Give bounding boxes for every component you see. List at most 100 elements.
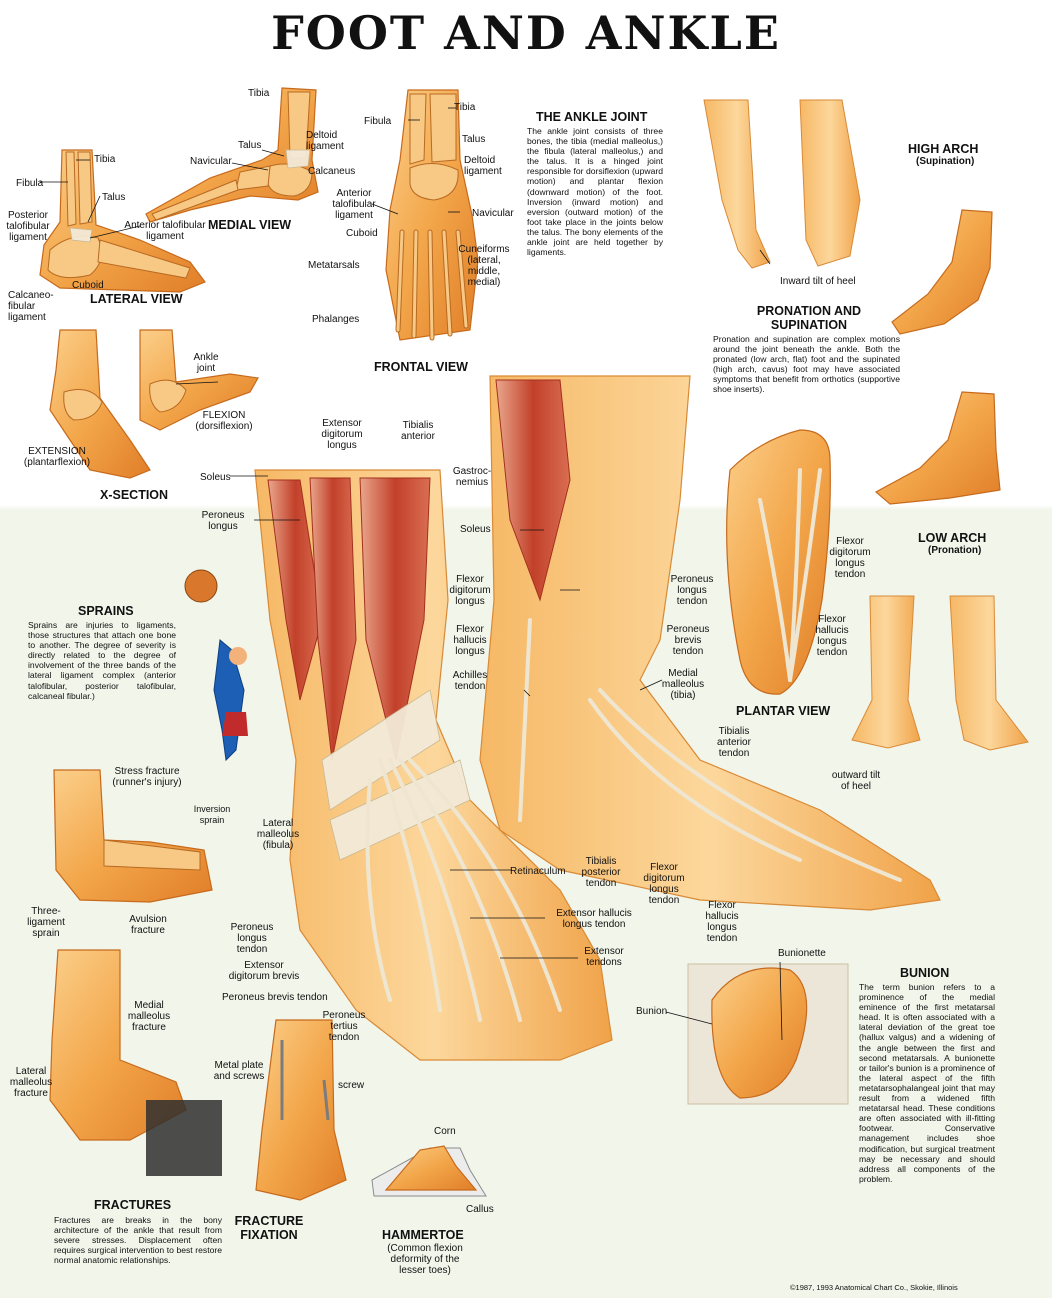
ext-dig-brevis-label: Extensor digitorum brevis [228,960,300,982]
bunion-label: Bunion [636,1006,668,1017]
bunion-illustration [687,963,849,1105]
plantar-flex-hall-label: Flexor hallucis longus tendon [815,614,849,658]
flex-hall-longus-label: Flexor hallucis longus [453,624,487,657]
peroneus-brevis-tendon-label: Peroneus brevis tendon [222,992,328,1003]
lateral-view-heading: LATERAL VIEW [90,292,183,306]
inward-tilt-label: Inward tilt of heel [780,276,856,287]
lateral-fibula-label: Fibula [16,178,44,189]
medial-deltoid-label: Deltoid ligament [306,130,344,152]
tib-anterior-tendon-label: Tibialis anterior tendon [717,726,751,759]
lateral-ant-talofib-label: Anterior talofibular ligament [124,220,206,242]
stress-fracture-foot [53,769,213,903]
ankle-joint-heading: THE ANKLE JOINT [536,110,648,124]
medial-malleolus-fracture-label: Medial malleolus fracture [127,1000,171,1033]
sprains-heading: SPRAINS [78,604,134,618]
peroneus-tertius-label: Peroneus tertius tendon [322,1010,366,1043]
poster-title: FOOT AND ANKLE [271,6,781,60]
metal-plate-label: Metal plate and screws [213,1060,265,1082]
achilles-tendon-label: Achilles tendon [452,670,488,692]
low-arch-sub: (Pronation) [928,545,982,556]
x-section-heading: X-SECTION [100,488,169,502]
medial-calcaneus-label: Calcaneus [308,166,356,177]
x-section-feet [49,329,259,479]
fractures-foot [49,949,222,1176]
retinaculum-label: Retinaculum [510,866,566,877]
ext-hallucis-tendon-label: Extensor hallucis longus tendon [556,908,632,930]
medial-view-foot [145,87,319,223]
sprains-text: Sprains are injuries to ligaments, those… [28,620,176,701]
high-arch-sub: (Supination) [916,156,975,167]
inversion-sprain-label: Inversion sprain [193,804,231,825]
ankle-joint-xsec-label: Ankle joint [193,352,219,374]
medial-tibia-label: Tibia [248,88,270,99]
lateral-malleolus-label: Lateral malleolus (fibula) [256,818,300,851]
plantar-peroneus-brevis-label: Peroneus brevis tendon [666,624,710,657]
frontal-cuboid-label: Cuboid [346,228,378,239]
lateral-calcaneofib-label: Calcaneo-fibular ligament [8,290,54,323]
medial-view-heading: MEDIAL VIEW [208,218,292,232]
gastrocnemius-label: Gastroc-nemius [452,466,492,488]
frontal-metatarsals-label: Metatarsals [308,260,360,271]
frontal-fibula-label: Fibula [364,116,392,127]
peroneus-longus-tendon-label: Peroneus longus tendon [230,922,274,955]
fractures-text: Fractures are breaks in the bony archite… [54,1215,222,1266]
lateral-malleolus-fracture-label: Lateral malleolus fracture [9,1066,53,1099]
pronation-heading: PRONATION AND SUPINATION [756,304,862,332]
frontal-phalanges-label: Phalanges [312,314,360,325]
pronation-text: Pronation and supination are complex mot… [713,334,900,395]
peroneus-longus-label: Peroneus longus [201,510,245,532]
basketball-player [184,569,248,762]
low-arch-heading: LOW ARCH [918,531,987,545]
extensor-tendons-label: Extensor tendons [584,946,624,968]
outward-tilt-legs [851,595,1029,751]
flexion-label: FLEXION (dorsiflexion) [195,410,253,432]
plantar-view-heading: PLANTAR VIEW [736,704,831,718]
flex-dig-longus-label: Flexor digitorum longus [449,574,491,607]
frontal-ant-talofib-label: Anterior talofibular ligament [332,188,376,221]
high-arch-heading: HIGH ARCH [908,142,979,156]
lateral-view-foot [39,149,206,293]
plantar-flex-dig-label: Flexor digitorum longus tendon [829,536,871,580]
lateral-tibia-label: Tibia [94,154,116,165]
fractures-heading: FRACTURES [94,1198,172,1212]
frontal-view-foot [385,89,479,341]
hammertoe-heading: HAMMERTOE [382,1228,464,1242]
plantar-peroneus-longus-label: Peroneus longus tendon [670,574,714,607]
ext-dig-longus-label: Extensor digitorum longus [321,418,363,451]
ankle-joint-text: The ankle joint consists of three bones,… [527,126,663,258]
medial-malleolus-label: Medial malleolus (tibia) [661,668,705,701]
corn-label: Corn [434,1126,456,1137]
low-arch-illustration [874,391,1001,505]
screw-label: screw [338,1080,365,1091]
frontal-view-heading: FRONTAL VIEW [374,360,468,374]
soleus-medial-label: Soleus [460,524,491,535]
bunionette-label: Bunionette [778,948,826,959]
frontal-talus-label: Talus [462,134,486,145]
medial-leg-foot [479,375,941,911]
bunion-heading: BUNION [900,966,950,980]
extension-label: EXTENSION (plantarflexion) [23,446,91,468]
flex-hall-tendon-label: Flexor hallucis longus tendon [705,900,739,944]
hammertoe-illustration [371,1145,487,1197]
fracture-fixation-leg [255,1019,347,1201]
plantar-view-foot [726,429,831,695]
medial-talus-label: Talus [238,140,262,151]
flex-dig-tendon-label: Flexor digitorum longus tendon [643,862,685,906]
anterior-leg-foot [254,469,613,1061]
frontal-cuneiforms-label: Cuneiforms (lateral, middle, medial) [458,244,510,288]
stress-fracture-label: Stress fracture (runner's injury) [112,766,182,788]
avulsion-fracture-label: Avulsion fracture [129,914,167,936]
copyright-note: ©1987, 1993 Anatomical Chart Co., Skokie… [790,1283,958,1292]
bunion-text: The term bunion refers to a prominence o… [859,982,995,1184]
callus-label: Callus [466,1204,494,1215]
frontal-deltoid-label: Deltoid ligament [464,155,502,177]
outward-tilt-label: outward tilt of heel [831,770,881,792]
fixation-heading: FRACTURE FIXATION [234,1214,304,1242]
lateral-talus-label: Talus [102,192,126,203]
medial-navicular-label: Navicular [190,156,232,167]
tib-anterior-label: Tibialis anterior [401,420,435,442]
tib-posterior-tendon-label: Tibialis posterior tendon [581,856,621,889]
frontal-navicular-label: Navicular [472,208,514,219]
